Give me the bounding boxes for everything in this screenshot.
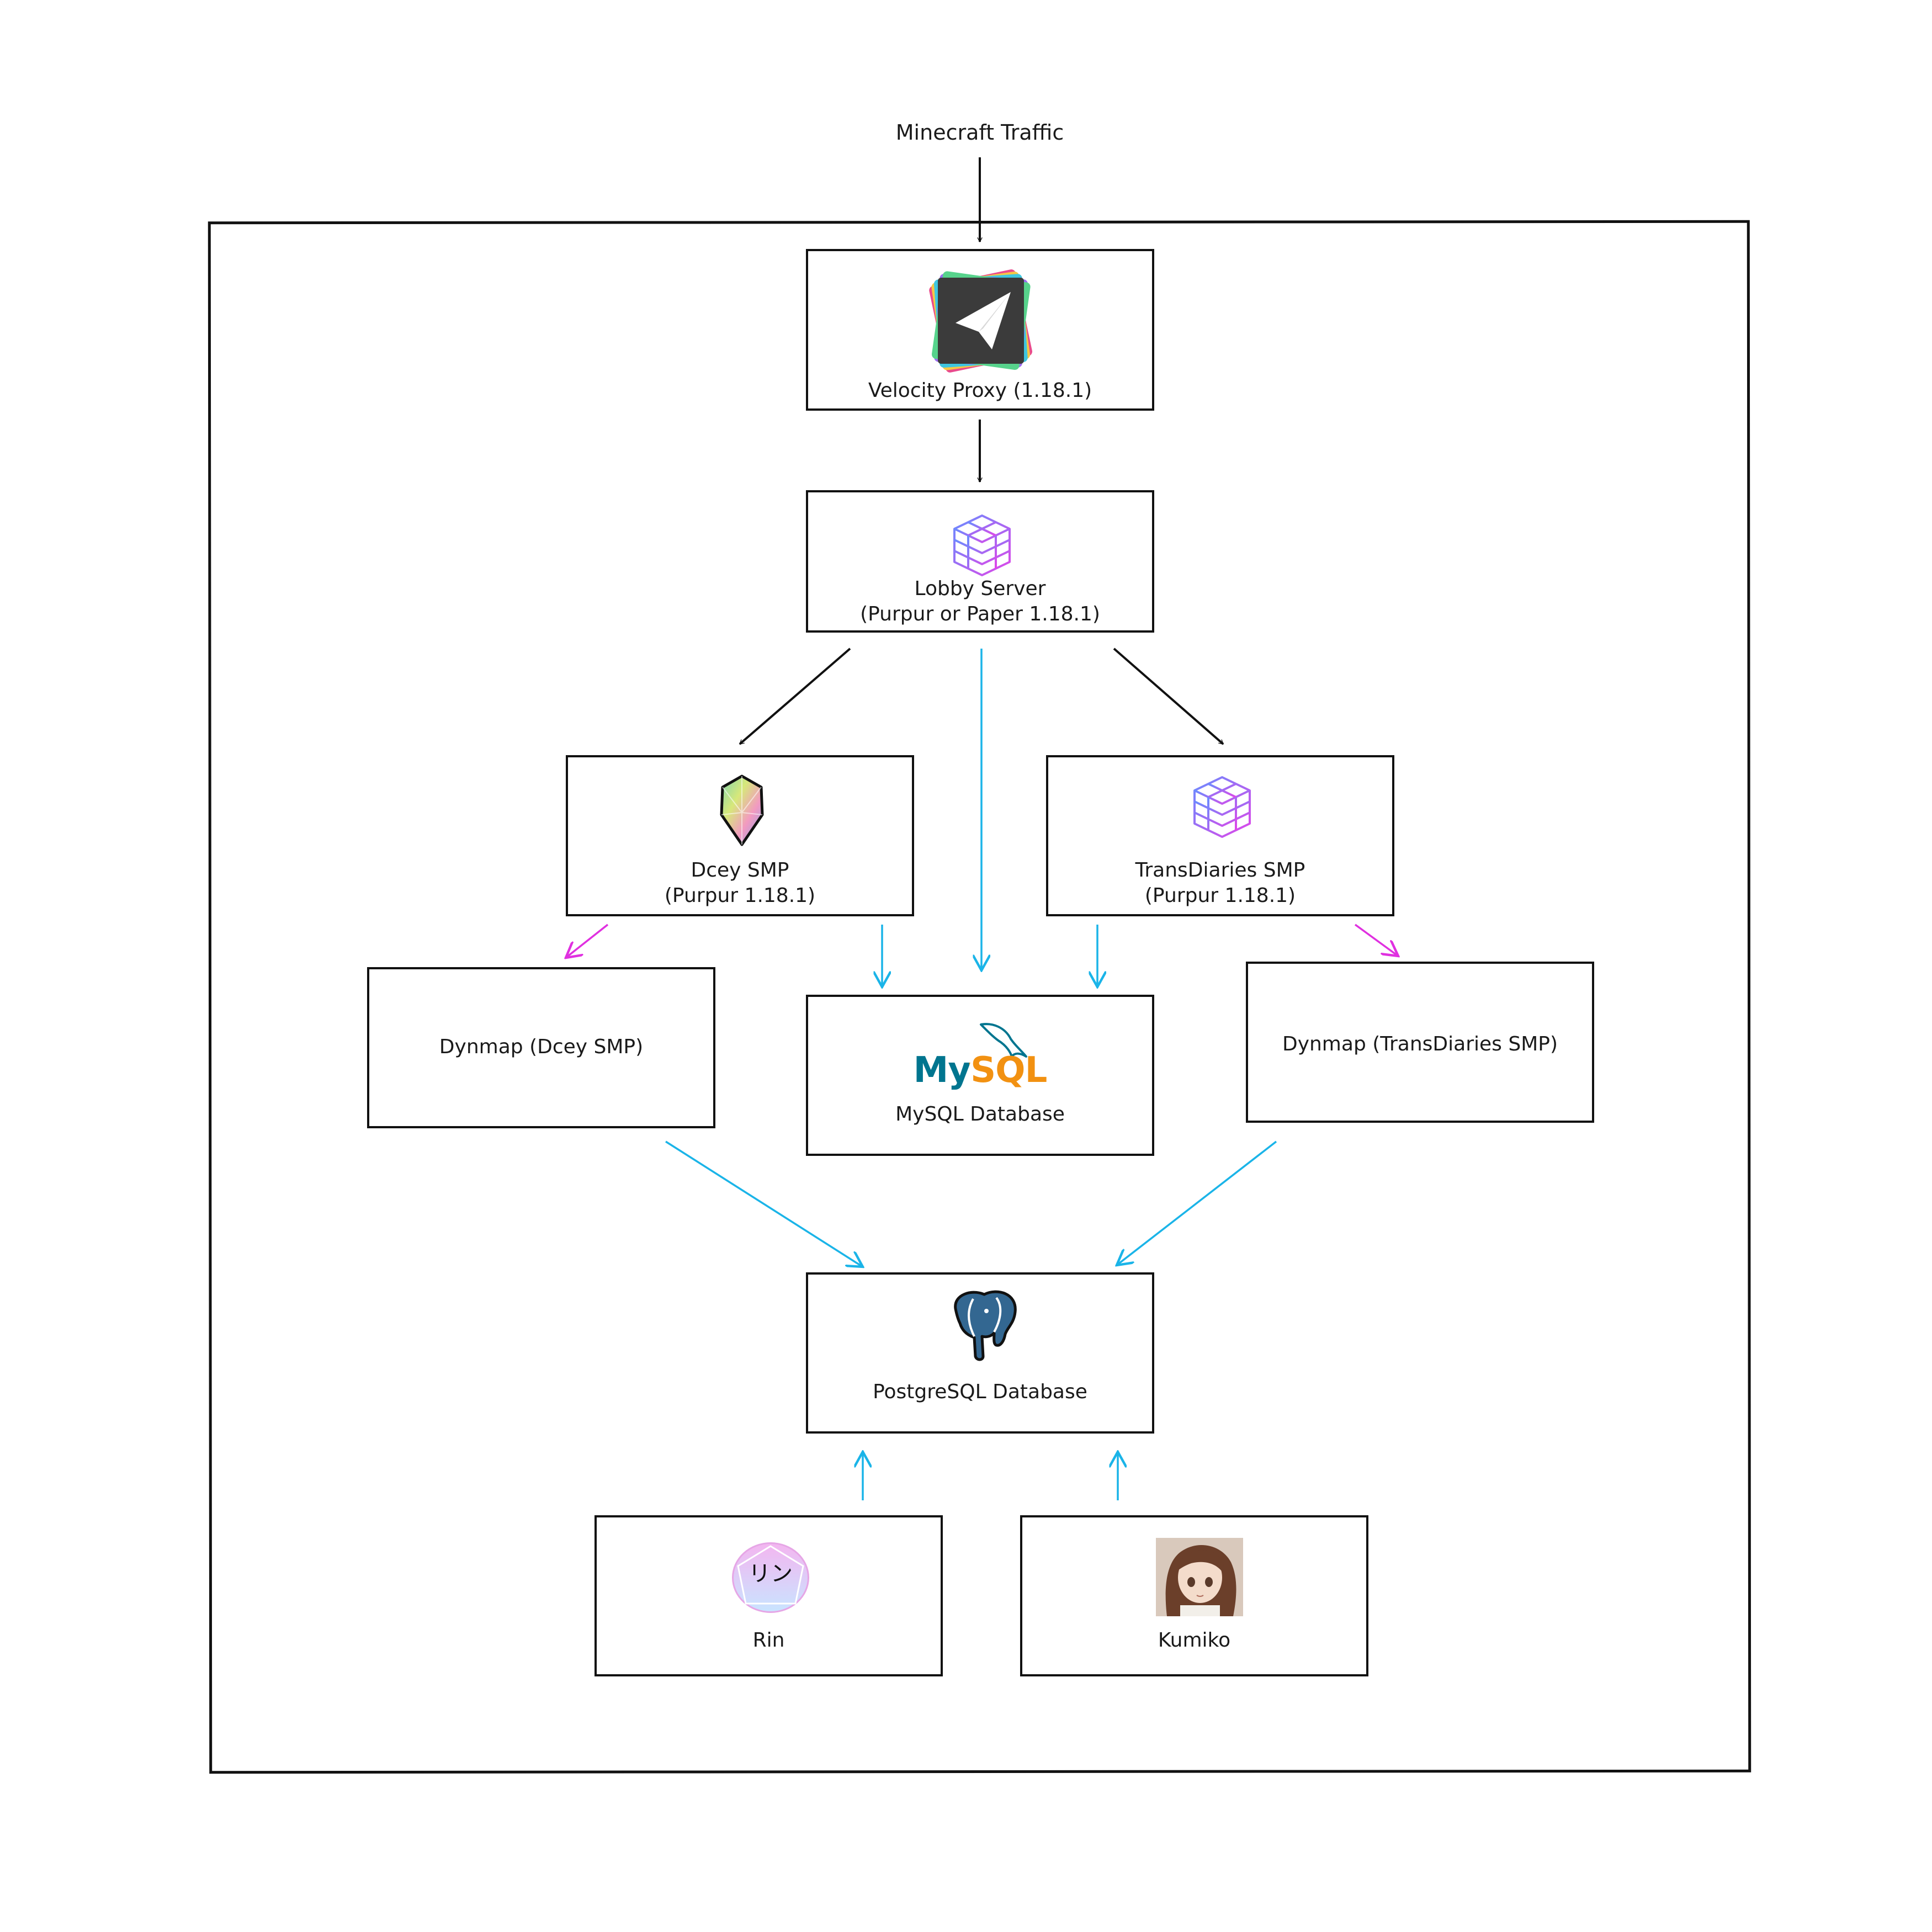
dcey-smp-version: (Purpur 1.18.1): [664, 884, 816, 907]
arrow-dcey-to-dynmap: [566, 923, 609, 958]
rin-node[interactable]: リン Rin: [595, 1515, 943, 1676]
dynmap-transdiaries-node[interactable]: Dynmap (TransDiaries SMP): [1246, 962, 1594, 1123]
postgresql-elephant-icon: [954, 1290, 1017, 1361]
mysql-database-label: MySQL Database: [895, 1103, 1065, 1126]
mysql-logo-text: MySQL: [808, 1051, 1152, 1090]
arrow-transdiaries-to-dynmap: [1354, 923, 1398, 956]
dynmap-dcey-label: Dynmap (Dcey SMP): [439, 1036, 644, 1058]
arrow-lobby-to-transdiaries: [1113, 647, 1224, 745]
mysql-dolphin-icon: [980, 1023, 1027, 1064]
transdiaries-smp-version: (Purpur 1.18.1): [1144, 884, 1296, 907]
transdiaries-smp-node[interactable]: TransDiaries SMP (Purpur 1.18.1): [1046, 755, 1394, 916]
mysql-logo-wordmark: MySQL: [913, 1050, 1048, 1091]
lobby-server-version: (Purpur or Paper 1.18.1): [860, 603, 1100, 625]
arrow-dynmap-dcey-to-postgres: [665, 1140, 863, 1267]
rin-avatar-text: リン: [749, 1561, 793, 1586]
kumiko-node[interactable]: Kumiko: [1020, 1515, 1368, 1676]
postgresql-database-label: PostgreSQL Database: [873, 1381, 1087, 1403]
transdiaries-smp-title: TransDiaries SMP: [1135, 859, 1305, 882]
dynmap-transdiaries-label: Dynmap (TransDiaries SMP): [1282, 1033, 1558, 1055]
paper-plane-icon: [929, 269, 1033, 373]
dcey-smp-node[interactable]: Dcey SMP (Purpur 1.18.1): [566, 755, 914, 916]
lobby-server-node[interactable]: Lobby Server (Purpur or Paper 1.18.1): [806, 490, 1154, 633]
velocity-proxy-label: Velocity Proxy (1.18.1): [868, 379, 1092, 402]
arrow-lobby-to-dcey: [739, 647, 851, 745]
rin-avatar-frame: [737, 1545, 804, 1605]
rin-label: Rin: [752, 1629, 785, 1652]
mysql-database-node[interactable]: MySQL MySQL Database: [806, 995, 1154, 1156]
kumiko-label: Kumiko: [1158, 1629, 1231, 1652]
rin-avatar-icon: リン: [732, 1542, 809, 1613]
velocity-proxy-node[interactable]: Velocity Proxy (1.18.1): [806, 249, 1154, 411]
dynmap-dcey-node[interactable]: Dynmap (Dcey SMP): [367, 967, 715, 1128]
postgresql-database-node[interactable]: PostgreSQL Database: [806, 1272, 1154, 1434]
traffic-source-label: Minecraft Traffic: [895, 120, 1064, 145]
kumiko-avatar-icon: [1156, 1538, 1243, 1616]
dcey-smp-title: Dcey SMP: [691, 859, 789, 882]
arrow-dynmap-trans-to-postgres: [1117, 1140, 1277, 1265]
crystal-shield-icon: [720, 774, 764, 846]
cube-grid-icon: [1193, 776, 1251, 838]
cube-grid-icon: [953, 514, 1011, 576]
lobby-server-title: Lobby Server: [914, 577, 1046, 600]
